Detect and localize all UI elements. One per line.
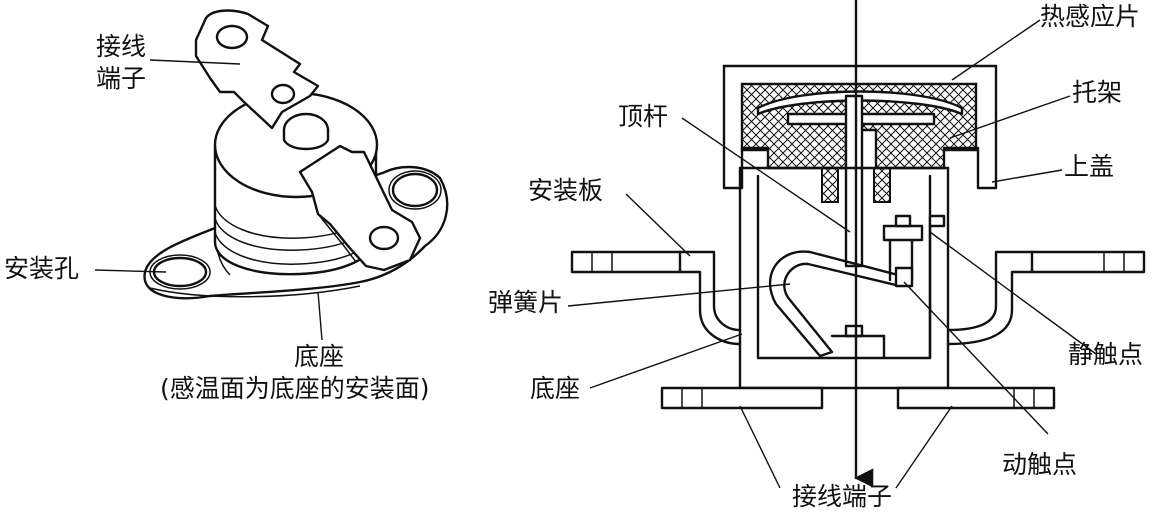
mounting-plate-right bbox=[1030, 250, 1146, 274]
terminal-bottom bbox=[298, 144, 422, 272]
terminal-right bbox=[896, 386, 1056, 410]
label-terminals: 接线端子 bbox=[792, 482, 893, 511]
terminal-left bbox=[660, 386, 824, 410]
top-rod bbox=[844, 94, 864, 268]
external-view bbox=[143, 9, 449, 300]
moving-contact bbox=[894, 266, 914, 288]
static-contact bbox=[882, 224, 924, 242]
label-mounting-plate: 安装板 bbox=[528, 176, 604, 205]
mounting-plate-left bbox=[570, 250, 682, 274]
left-leaders bbox=[94, 59, 323, 341]
label-base-left: 底座 bbox=[294, 342, 345, 371]
label-base-right: 底座 bbox=[530, 374, 581, 403]
spring-plate bbox=[769, 250, 904, 358]
label-top-rod: 顶杆 bbox=[618, 102, 669, 131]
label-thermal-disc: 热感应片 bbox=[1040, 2, 1141, 31]
label-upper-cover: 上盖 bbox=[1064, 152, 1115, 181]
terminal-top bbox=[194, 9, 320, 130]
label-static-contact: 静触点 bbox=[1068, 340, 1144, 369]
label-bracket: 托架 bbox=[1072, 78, 1123, 107]
base-body bbox=[738, 166, 950, 390]
label-moving-contact: 动触点 bbox=[1002, 450, 1078, 479]
right-leaders bbox=[567, 19, 1097, 489]
thermal-disc bbox=[756, 90, 964, 116]
mounting-hole-right bbox=[391, 172, 439, 208]
label-base-note: (感温面为底座的安装面) bbox=[160, 374, 430, 403]
label-spring-plate: 弹簧片 bbox=[488, 288, 564, 317]
label-terminal-line1: 接线 bbox=[96, 32, 147, 61]
label-terminal-line2: 端子 bbox=[96, 64, 147, 93]
label-mounting-hole: 安装孔 bbox=[4, 254, 80, 283]
cross-section bbox=[570, 0, 1146, 488]
